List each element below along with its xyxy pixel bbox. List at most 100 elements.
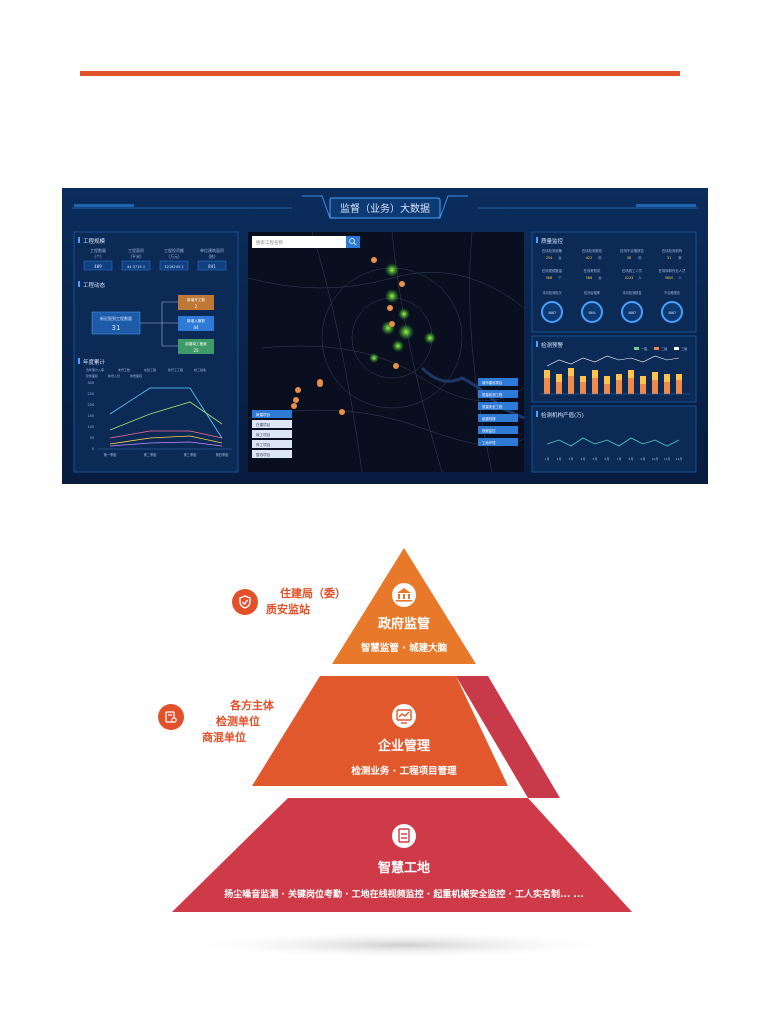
section-title-warning: 检测预警	[541, 341, 564, 349]
svg-text:不合格报告: 不合格报告	[664, 290, 680, 295]
side-label-middle: 各方主体 检测单位 商混单位	[158, 698, 274, 746]
map-buttons-right[interactable]: 城市建设项目 质量检测工程 质量安全工程 起重机械 视频监控 工地环境	[478, 378, 518, 446]
svg-text:58: 58	[627, 256, 631, 260]
tier-middle	[252, 676, 508, 786]
section-title-scale: 工程规模	[83, 237, 106, 245]
svg-text:当年累计入库: 当年累计入库	[86, 367, 104, 372]
svg-text:2月: 2月	[557, 457, 562, 461]
svg-text:在线检测机构: 在线检测机构	[662, 248, 683, 253]
svg-text:566: 566	[586, 276, 592, 280]
svg-text:25: 25	[193, 348, 199, 353]
svg-text:台: 台	[558, 255, 562, 260]
section-title-output: 检测机构产值(万)	[541, 411, 584, 419]
stat-card: 单位建筑面积 (栋) 841	[197, 247, 227, 271]
svg-text:566: 566	[546, 276, 552, 280]
stat-card: 工程投资额 (万元) 3216245.1	[159, 247, 189, 271]
tier-middle-subtitle: 检测业务 · 工程项目管理	[351, 765, 457, 777]
map-heat-spots	[369, 263, 436, 363]
side-label-line: 检测单位	[216, 715, 260, 728]
svg-text:在场特种作业人员: 在场特种作业人员	[658, 268, 686, 273]
side-label-line: 住建局（委）	[280, 587, 346, 600]
svg-text:在场施工人员: 在场施工人员	[622, 268, 643, 273]
construction-site-icon	[398, 828, 410, 843]
flow-branch	[178, 295, 214, 310]
svg-text:第四季度: 第四季度	[216, 452, 230, 457]
header-decoration	[72, 195, 698, 219]
svg-text:4月: 4月	[581, 457, 586, 461]
map-buttons-left[interactable]: 新建项目 在建项目 竣工项目 停工项目 整改项目	[252, 410, 292, 458]
svg-text:台: 台	[598, 275, 602, 280]
svg-text:4667: 4667	[548, 311, 556, 315]
tier-bottom-title: 智慧工地	[378, 860, 430, 876]
map-search-button[interactable]	[346, 236, 360, 248]
stat-label: 单位建筑面积	[200, 247, 224, 253]
side-label-middle-text: 各方主体 检测单位 商混单位	[192, 698, 274, 746]
svg-text:人: 人	[678, 275, 682, 280]
side-label-line: 各方主体	[230, 699, 274, 712]
warning-bars	[540, 355, 690, 395]
search-icon	[349, 238, 355, 244]
svg-text:份: 份	[598, 255, 602, 260]
kpi-grid: 在线检测设备 254 台 在线检测报告 422 份 检测不合格报告 58 份 在…	[542, 248, 686, 280]
flow-diagram: 新近报到工程数量 31 新增开工数 2 新增入管数 44 新增竣工备案 25	[91, 295, 214, 354]
svg-text:10月: 10月	[652, 457, 659, 461]
svg-text:8月: 8月	[629, 457, 634, 461]
svg-text:本月检测报告: 本月检测报告	[622, 290, 641, 295]
stat-label: 工程投资额	[164, 247, 184, 253]
svg-text:二级: 二级	[661, 346, 668, 351]
side-label-line: 质安监站	[266, 603, 310, 616]
stats-row: 工程数量 (个) 489 工程面积 (平米) 44 3715.1 工程投资额 (…	[83, 247, 227, 271]
monitor-chart-icon	[396, 709, 412, 724]
svg-text:12月: 12月	[676, 457, 683, 461]
tier-middle-title: 企业管理	[377, 738, 430, 754]
svg-text:停工项目: 停工项目	[256, 442, 270, 447]
svg-text:在线检测报告: 在线检测报告	[582, 248, 603, 253]
gauge-row: 本月检测批次 4667 检测合格率 98% 本月检测报告 4667 不合格报告 …	[541, 290, 683, 323]
svg-text:3600: 3600	[665, 276, 674, 280]
month-axis: 1月 2月 3月 4月 5月 6月 7月 8月 9月 10月 11月 12月	[545, 457, 683, 461]
svg-text:200: 200	[88, 403, 94, 407]
svg-text:50: 50	[90, 436, 94, 440]
side-label-top-text: 住建局（委） 质安监站	[266, 586, 346, 618]
svg-text:本月检测批次: 本月检测批次	[542, 290, 562, 295]
svg-text:整改项目: 整改项目	[256, 452, 270, 457]
svg-text:11月: 11月	[664, 457, 671, 461]
tier-top-subtitle: 智慧监管 · 城建大脑	[361, 642, 448, 654]
shield-check-icon	[232, 589, 258, 615]
svg-text:在线检测设备: 在线检测设备	[542, 248, 563, 253]
svg-text:新开工工程: 新开工工程	[168, 367, 183, 372]
svg-text:4223: 4223	[625, 276, 634, 280]
svg-text:建筑面积: 建筑面积	[86, 373, 98, 378]
svg-text:7月: 7月	[617, 457, 622, 461]
tier-bottom	[172, 798, 632, 912]
svg-text:新建项目: 新建项目	[256, 412, 270, 417]
stat-card: 工程面积 (平米) 44 3715.1	[121, 247, 151, 271]
svg-text:一级: 一级	[641, 346, 648, 351]
flow-branch	[178, 339, 214, 354]
svg-text:100: 100	[88, 425, 94, 429]
svg-text:起重机械: 起重机械	[482, 416, 496, 421]
svg-text:422: 422	[586, 256, 592, 260]
pyramid-shadow	[182, 931, 622, 959]
svg-text:份: 份	[638, 255, 642, 260]
svg-text:竣工项目: 竣工项目	[256, 432, 270, 437]
svg-text:4667: 4667	[628, 311, 636, 315]
stat-unit: (万元)	[168, 254, 180, 259]
svg-text:150: 150	[88, 414, 94, 418]
section-title-dynamic: 工程动态	[83, 281, 106, 289]
stat-label: 工程面积	[128, 247, 144, 253]
dashboard-title: 监督（业务）大数据	[340, 202, 430, 215]
svg-text:人: 人	[638, 275, 642, 280]
output-line	[546, 437, 680, 447]
svg-text:在线考勤机: 在线考勤机	[584, 268, 602, 273]
stat-unit: (个)	[94, 254, 102, 259]
map-markers	[291, 257, 405, 415]
section-title-annual: 年度累计	[83, 358, 106, 366]
top-accent-line	[80, 71, 680, 76]
stat-unit: (栋)	[208, 253, 216, 259]
section-title-quality: 质量监控	[541, 237, 564, 245]
map-search-input[interactable]	[252, 236, 360, 248]
annual-chart: 300 250 200 150 100 50 0 第一季度 第二季度 第三季度 …	[88, 381, 232, 457]
svg-text:98%: 98%	[588, 311, 595, 315]
svg-text:250: 250	[88, 392, 94, 396]
